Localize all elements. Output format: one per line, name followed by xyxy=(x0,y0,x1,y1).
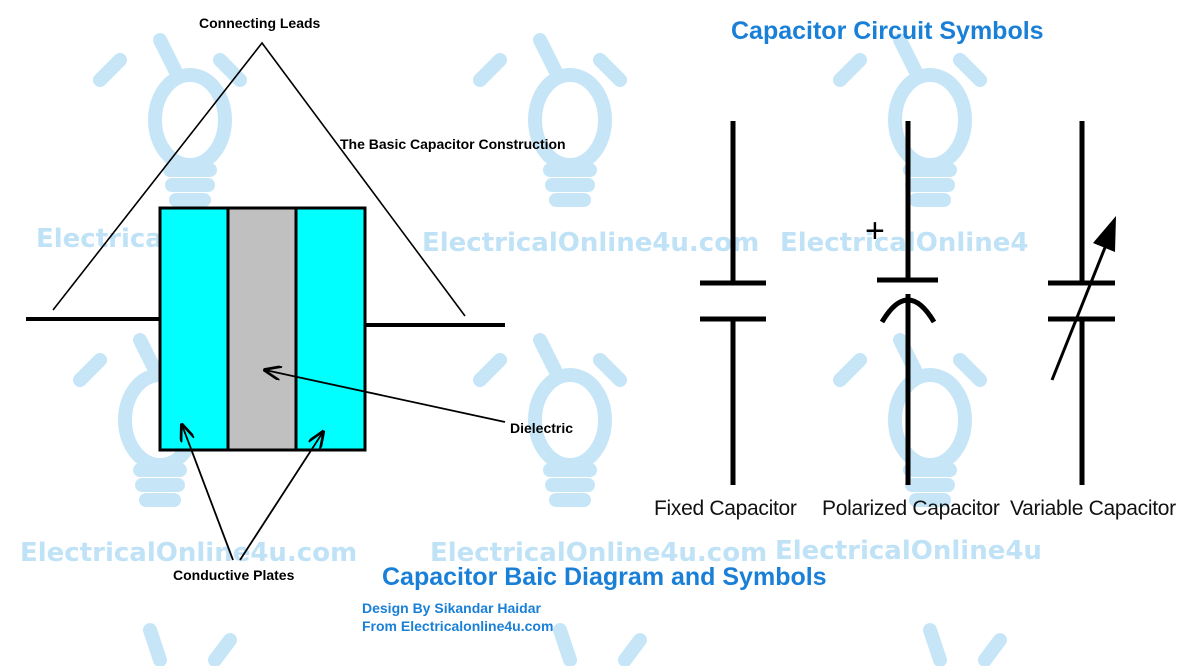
construction-title-label: The Basic Capacitor Construction xyxy=(340,136,566,152)
watermark-text: ElectricalOnline4 xyxy=(780,228,1029,258)
conductive-plates-label: Conductive Plates xyxy=(173,567,295,583)
watermark-text: ElectricalOnline4u.com xyxy=(430,538,768,568)
connecting-leads-label: Connecting Leads xyxy=(199,15,321,31)
credit-line: Design By Sikandar Haidar xyxy=(362,600,541,616)
symbols-heading: Capacitor Circuit Symbols xyxy=(731,17,1044,45)
leads-callout-lines xyxy=(52,41,466,317)
polarized-capacitor-symbol xyxy=(877,121,938,485)
plates-arrow-right xyxy=(239,432,323,561)
main-title: Capacitor Baic Diagram and Symbols xyxy=(382,563,827,591)
plus-sign: + xyxy=(865,212,885,250)
bulb-icon xyxy=(833,333,987,507)
plate-left xyxy=(158,206,230,452)
variable-capacitor-symbol xyxy=(1048,121,1116,485)
watermark-text: ElectricalOnline4u xyxy=(775,536,1042,566)
dielectric xyxy=(226,206,298,452)
bulb-icon xyxy=(473,33,627,207)
variable-capacitor-label: Variable Capacitor xyxy=(1010,497,1176,520)
fixed-capacitor-symbol xyxy=(700,121,766,485)
polarized-capacitor-label: Polarized Capacitor xyxy=(822,497,1000,520)
plates-arrow-left xyxy=(182,425,234,561)
fixed-capacitor-label: Fixed Capacitor xyxy=(654,497,797,520)
dielectric-label: Dielectric xyxy=(510,420,574,436)
plate-right xyxy=(294,206,367,452)
bulb-icon xyxy=(473,333,627,507)
watermark-text: ElectricalOnline4u.com xyxy=(422,228,760,258)
bulb-icon xyxy=(833,33,987,207)
source-line: From Electricalonline4u.com xyxy=(362,618,554,634)
watermark-text: Electrica xyxy=(36,224,163,254)
dielectric-arrow xyxy=(265,370,506,423)
watermark-text: ElectricalOnline4u.com xyxy=(20,538,358,568)
bulb-icon xyxy=(93,33,247,207)
